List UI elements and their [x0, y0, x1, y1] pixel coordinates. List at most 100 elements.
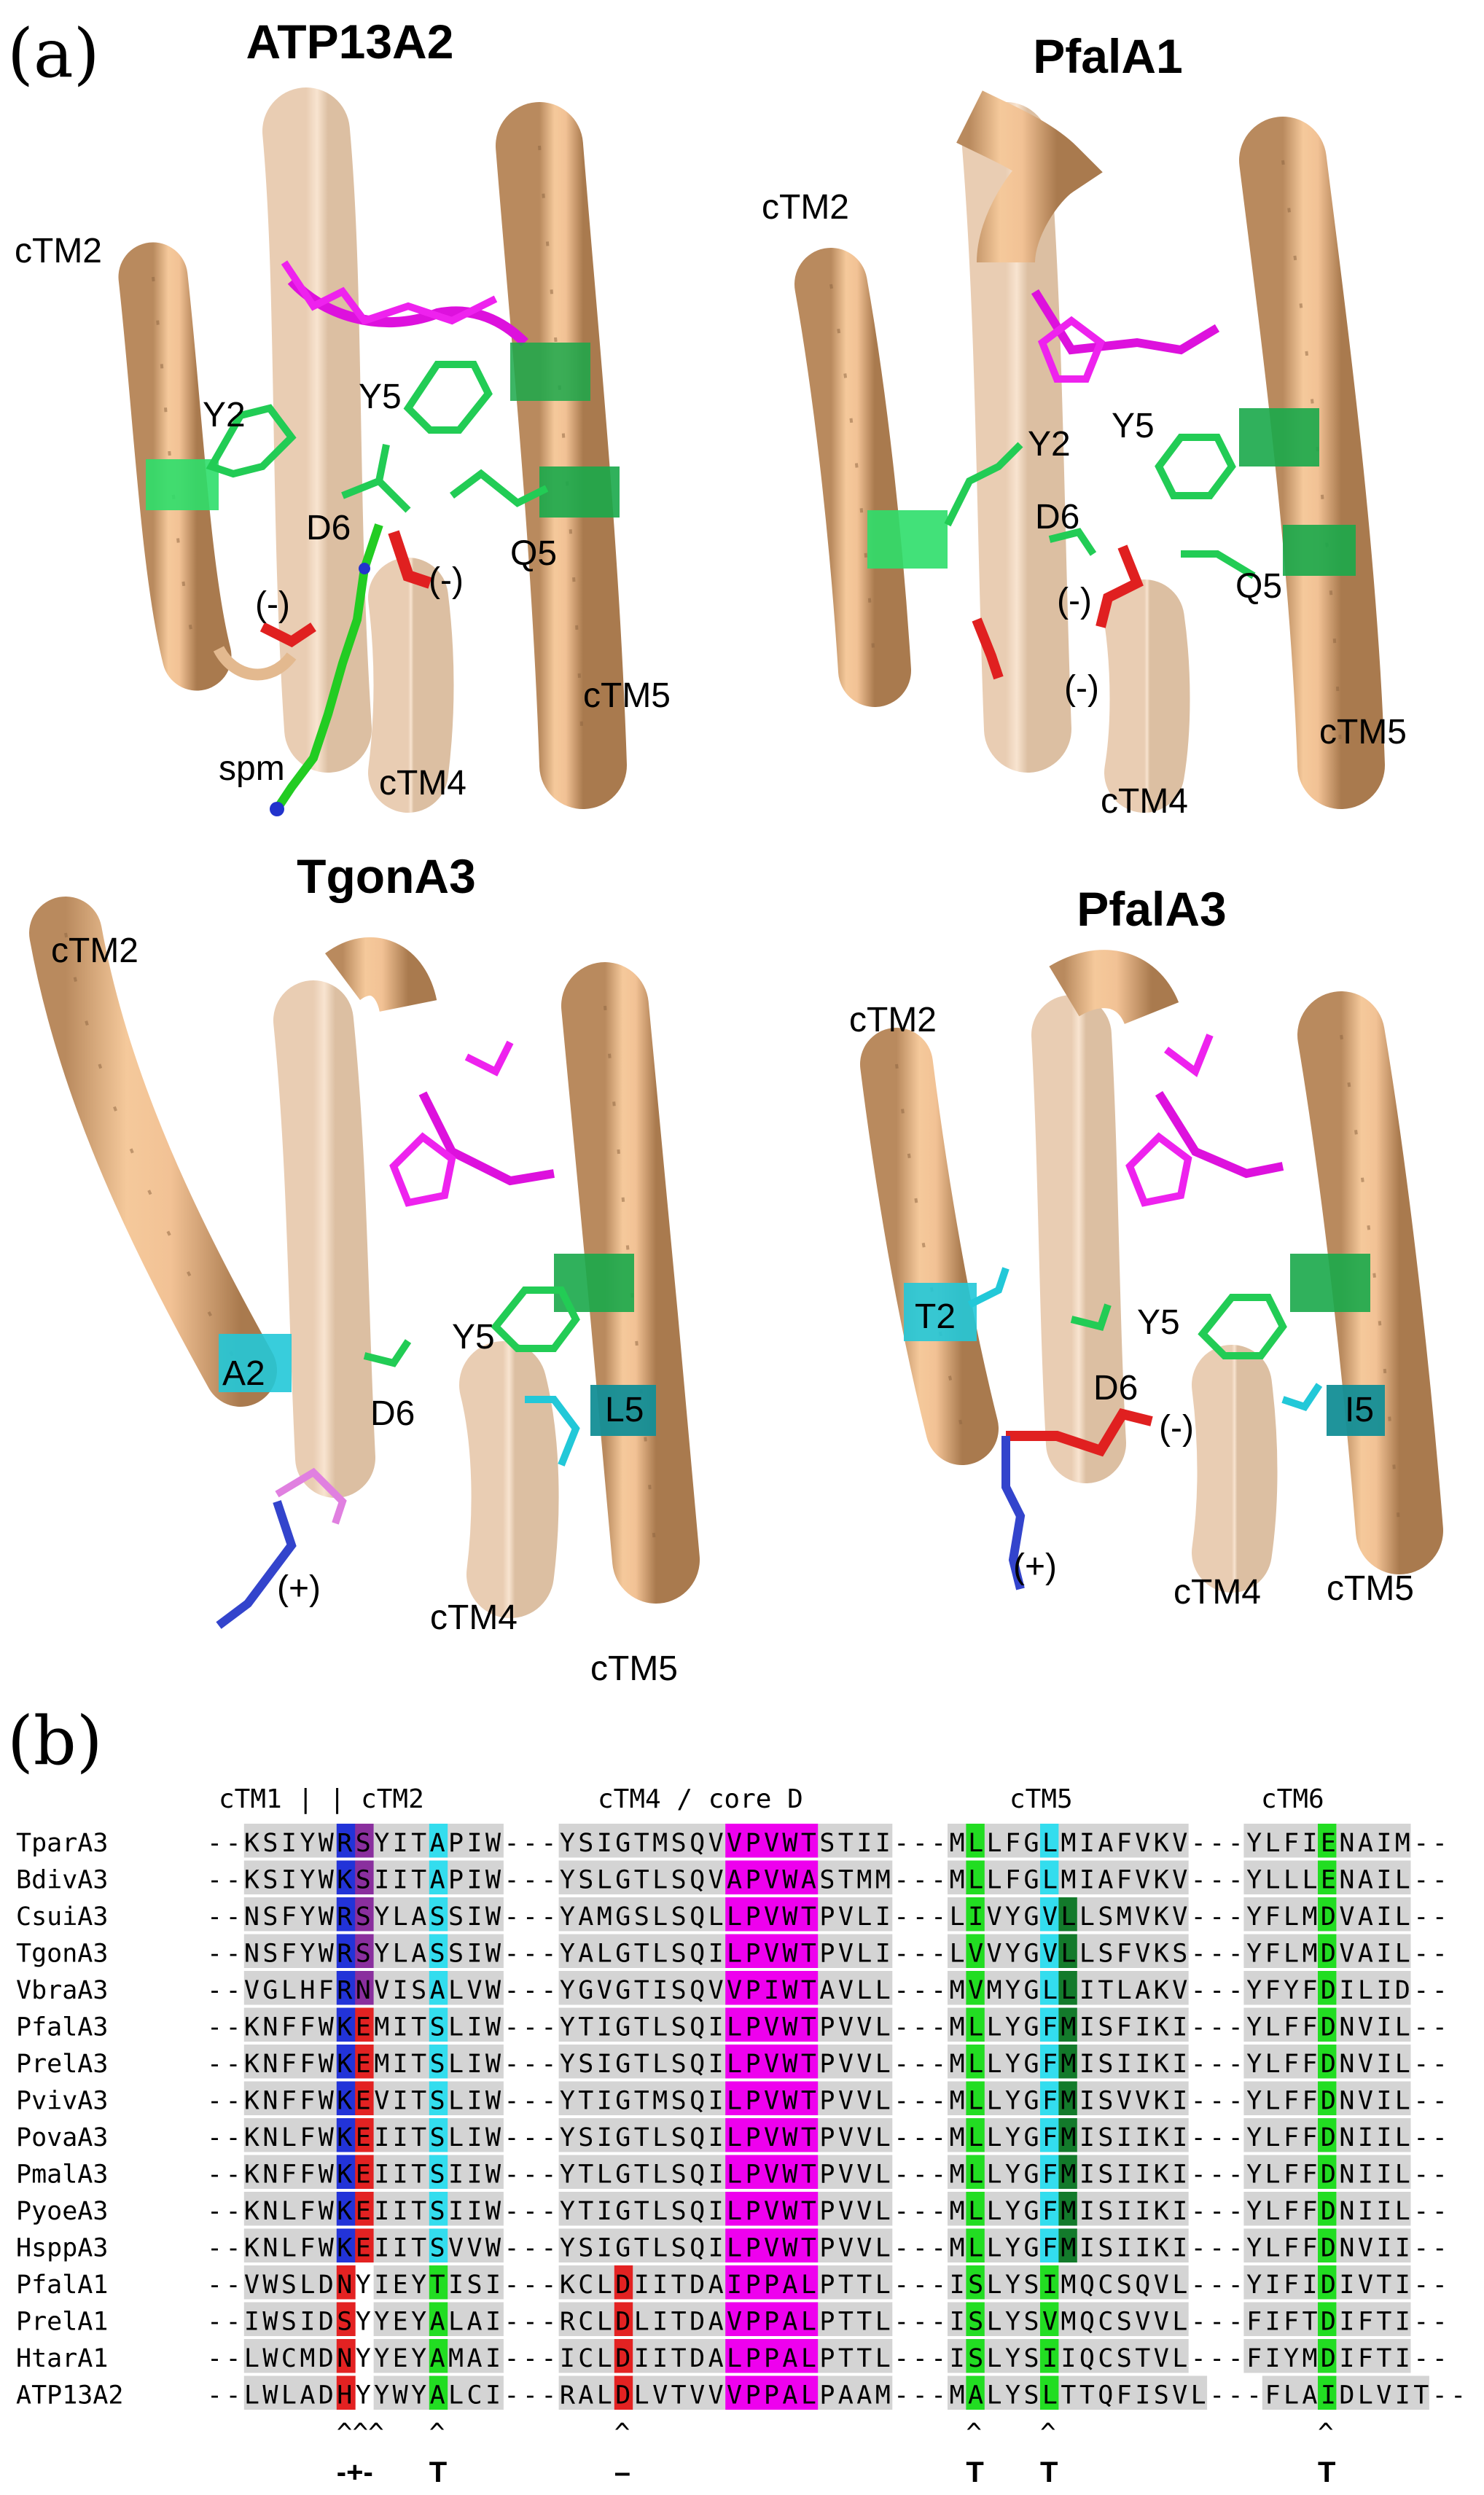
residue-highlight: [1003, 2081, 1023, 2115]
residue-highlight: [1281, 2192, 1300, 2226]
residue-highlight: [799, 1897, 819, 1932]
residue-highlight: [243, 1824, 263, 1858]
residue-highlight: [688, 2228, 708, 2262]
label-q5: Q5: [510, 534, 557, 573]
residue-highlight: [1133, 2375, 1152, 2410]
residue-highlight: [429, 2265, 448, 2300]
residue-highlight: [966, 2302, 985, 2336]
residue-highlight: [966, 2155, 985, 2189]
residue-highlight: [1169, 2228, 1189, 2262]
residue-highlight: [1096, 2228, 1115, 2262]
residue-highlight: [466, 1897, 485, 1932]
sequence-name: HtarA1: [16, 2344, 108, 2373]
residue-highlight: [1262, 2192, 1281, 2226]
residue-highlight: [1281, 2045, 1300, 2079]
residue-highlight: [410, 2118, 430, 2152]
residue-highlight: [670, 2339, 689, 2373]
structure-title: TgonA3: [297, 849, 476, 903]
label-charge: (+): [1013, 1547, 1057, 1586]
residue-highlight: [1021, 2375, 1041, 2410]
residue-highlight: [706, 2192, 726, 2226]
residue-highlight: [836, 1824, 856, 1858]
residue-highlight: [1336, 2045, 1356, 2079]
residue-highlight: [781, 2302, 800, 2336]
residue-highlight: [410, 2302, 430, 2336]
residue-highlight: [743, 2118, 763, 2152]
residue-highlight: [670, 1971, 689, 2005]
residue-highlight: [1336, 2192, 1356, 2226]
residue-highlight: [1169, 2045, 1189, 2079]
residue-highlight: [429, 2192, 448, 2226]
residue-highlight: [1373, 2302, 1393, 2336]
residue-highlight: [781, 1971, 800, 2005]
residue-highlight: [966, 2081, 985, 2115]
residue-highlight: [1391, 2045, 1411, 2079]
sequence-name: PvivA3: [16, 2087, 108, 2116]
residue-highlight: [984, 2045, 1004, 2079]
spermine: [273, 523, 383, 812]
residue-highlight: [1281, 2007, 1300, 2042]
residue-highlight: [448, 2375, 467, 2410]
residue-highlight: [1336, 2228, 1356, 2262]
residue-highlight: [614, 2045, 633, 2079]
residue-highlight: [984, 1971, 1004, 2005]
residue-highlight: [373, 2007, 393, 2042]
residue-highlight: [725, 1824, 745, 1858]
residue-highlight: [1318, 2339, 1337, 2373]
residue-highlight: [1243, 2192, 1263, 2226]
residue-highlight: [318, 2302, 337, 2336]
structure-title: PfalA3: [1077, 882, 1226, 936]
residue-highlight: [318, 2045, 337, 2079]
residue-highlight: [633, 2228, 652, 2262]
residue-highlight: [1336, 2007, 1356, 2042]
sequence-name: PmalA3: [16, 2160, 108, 2190]
residue-highlight: [336, 2339, 356, 2373]
residue-highlight: [1133, 1971, 1152, 2005]
residue-highlight: [262, 2302, 282, 2336]
label-q5: Q5: [1235, 567, 1282, 606]
residue-highlight: [966, 2192, 985, 2226]
residue-highlight: [855, 2339, 874, 2373]
residue-highlight: [966, 2375, 985, 2410]
residue-highlight: [651, 1971, 671, 2005]
residue-highlight: [1040, 1897, 1059, 1932]
panel-a-structures: (a) ATP13A2 cTM2 Y2 Y5 D6 Q5 (-: [7, 15, 1443, 1688]
residue-highlight: [1243, 1897, 1263, 1932]
label-y5: Y5: [1137, 1303, 1180, 1342]
residue-highlight: [799, 2155, 819, 2189]
residue-highlight: [1336, 1897, 1356, 1932]
residue-highlight: [466, 2081, 485, 2115]
residue-highlight: [688, 2265, 708, 2300]
residue-highlight: [966, 2228, 985, 2262]
residue-highlight: [1058, 2118, 1078, 2152]
residue-highlight: [281, 2192, 300, 2226]
residue-highlight: [1114, 2007, 1133, 2042]
residue-highlight: [318, 2228, 337, 2262]
residue-highlight: [243, 2045, 263, 2079]
tyr-y5: [403, 361, 493, 434]
residue-highlight: [1021, 2228, 1041, 2262]
residue-highlight: [1058, 1971, 1078, 2005]
label-ctm4: cTM4: [430, 1598, 518, 1637]
residue-highlight: [243, 2081, 263, 2115]
structure-tgona3: TgonA3 cTM2 A2 D6 Y5 L5 (+) cTM4 cTM5: [29, 849, 700, 1688]
residue-highlight: [1058, 2155, 1078, 2189]
residue-highlight: [1262, 2302, 1281, 2336]
residue-highlight: [281, 2045, 300, 2079]
residue-highlight: [688, 2118, 708, 2152]
alignment-row: TgonA3--NSFYWRSYLASSIW---YALGTLSQILPVWTP…: [16, 1934, 1448, 1969]
residue-highlight: [670, 1934, 689, 1968]
residue-highlight: [706, 2265, 726, 2300]
residue-highlight: [1003, 2265, 1023, 2300]
residue-highlight: [1114, 2081, 1133, 2115]
structure-title: ATP13A2: [246, 15, 454, 69]
residue-highlight: [1373, 1934, 1393, 1968]
residue-highlight: [373, 2192, 393, 2226]
residue-highlight: [762, 2155, 781, 2189]
residue-highlight: [392, 2045, 411, 2079]
residue-highlight: [392, 2265, 411, 2300]
sequence-residues: --IWSIDSYYEYALAI---RCLDLITDAVPPALPTTL---…: [207, 2308, 1448, 2337]
residue-highlight: [706, 2045, 726, 2079]
residue-highlight: [688, 2339, 708, 2373]
residue-highlight: [336, 2192, 356, 2226]
